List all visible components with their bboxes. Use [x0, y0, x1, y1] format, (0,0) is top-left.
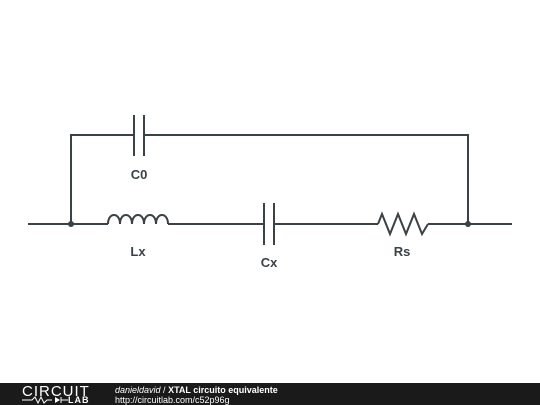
credit-separator: / — [160, 385, 169, 395]
logo-wordmark-top: CIRCUIT — [22, 383, 90, 400]
circuit-url[interactable]: http://circuitlab.com/c52p96g — [115, 395, 230, 405]
footer-bar: CIRCUIT LAB danieldavid / XTAL circuito … — [0, 383, 540, 405]
resistor-rs — [377, 211, 429, 237]
label-lx: Lx — [130, 244, 146, 259]
circuitlab-logo: CIRCUIT LAB — [22, 383, 94, 405]
label-rs: Rs — [394, 244, 411, 259]
capacitor-c0 — [133, 115, 145, 156]
label-cx: Cx — [261, 255, 278, 270]
author-name[interactable]: danieldavid — [115, 385, 161, 395]
junction-node-left — [68, 221, 74, 227]
wire-branch-left — [70, 134, 134, 224]
circuit-title[interactable]: XTAL circuito equivalente — [168, 385, 278, 395]
capacitor-cx — [263, 203, 275, 245]
circuit-credit: danieldavid / XTAL circuito equivalente … — [115, 385, 278, 405]
logo-wordmark-bottom: LAB — [68, 395, 90, 405]
inductor-lx — [107, 214, 169, 225]
logo-resistor-icon — [22, 396, 68, 404]
label-c0: C0 — [131, 167, 148, 182]
circuit-schematic: C0 Lx Cx Rs — [28, 115, 512, 270]
junction-node-right — [465, 221, 471, 227]
wire-branch-right — [144, 134, 469, 224]
